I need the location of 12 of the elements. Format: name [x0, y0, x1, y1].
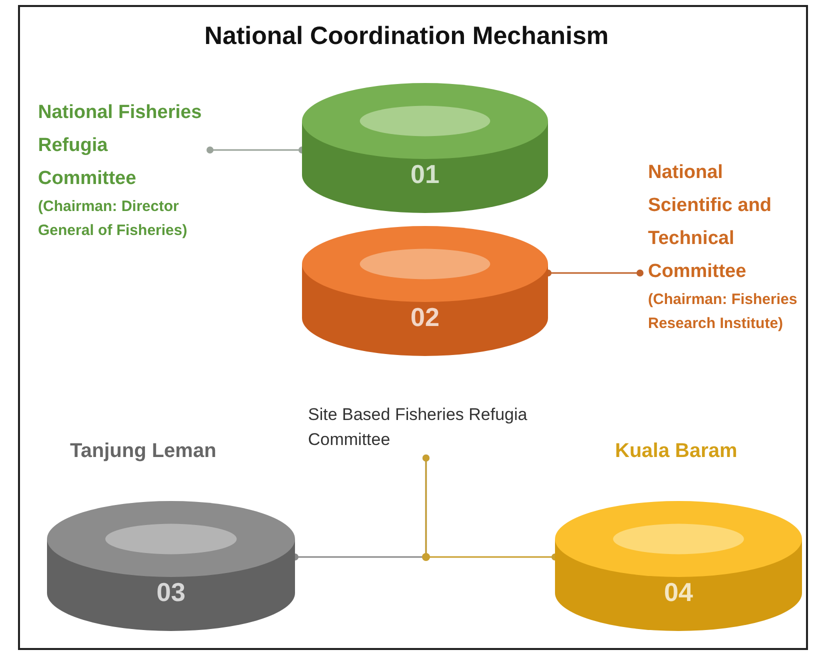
chairman-note: (Chairman: Director General of Fisheries)	[38, 197, 188, 241]
step-number: 03	[156, 577, 186, 608]
chairman-note: (Chairman: Fisheries Research Institute)	[648, 290, 798, 334]
committee-name: National Scientific and Technical Committee	[648, 161, 773, 284]
diagram-title: National Coordination Mechanism	[203, 22, 610, 51]
step-number: 02	[410, 302, 440, 333]
site-name: Tanjung Leman	[70, 440, 216, 463]
step-number: 01	[410, 159, 440, 190]
step-number: 04	[663, 577, 694, 608]
committee-name: National Fisheries Refugia Committee	[38, 101, 203, 191]
site-name: Kuala Baram	[615, 440, 738, 463]
committee-name: Site Based Fisheries Refugia Committee	[308, 404, 528, 451]
